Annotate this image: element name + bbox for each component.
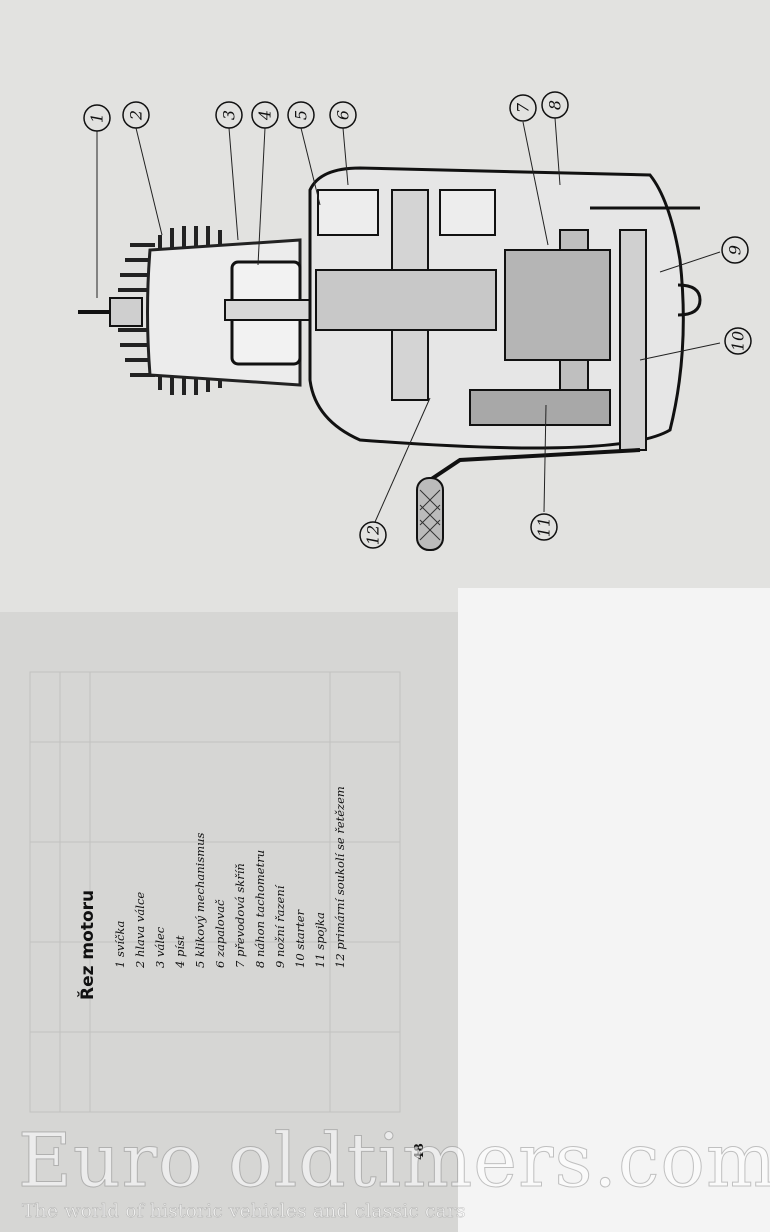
clutch-pack: [469, 389, 611, 426]
callout-9: 9: [726, 245, 745, 255]
legend-item: 7 převodová skříň: [233, 863, 247, 968]
bottom-right-blank-page: [458, 588, 770, 1232]
faint-table-grid: [29, 671, 401, 1113]
legend-item: 5 klikový mechanismus: [193, 832, 207, 968]
starter-shaft: [619, 229, 647, 451]
callout-11: 11: [535, 517, 554, 537]
legend-item: 3 válec: [153, 926, 167, 968]
callout-7: 7: [514, 102, 533, 113]
callout-leaders: [96, 117, 721, 523]
flywheel: [315, 269, 497, 331]
callout-circles: 1 2 3 4 5 6 7 8 9 10 11 12: [83, 91, 752, 549]
legend-item: 12 primární soukolí se řetězem: [333, 786, 347, 968]
callout-10: 10: [729, 331, 748, 351]
legend-item: 8 náhon tachometru: [253, 849, 267, 968]
callout-12: 12: [364, 525, 383, 545]
legend-item: 4 píst: [173, 935, 187, 968]
callout-8: 8: [546, 100, 565, 110]
gearshift-loop: [677, 283, 702, 317]
callout-6: 6: [334, 110, 353, 120]
callout-2: 2: [127, 110, 146, 121]
legend-item: 6 zapalovač: [213, 899, 227, 968]
callout-4: 4: [256, 110, 275, 121]
kick-starter-lever: [428, 448, 641, 482]
legend-item: 9 nožní řazení: [273, 885, 287, 968]
watermark-subtitle: The world of historic vehicles and class…: [22, 1200, 466, 1223]
engine-cross-section-drawing: [78, 117, 721, 551]
legend-item: 1 svíčka: [113, 920, 127, 968]
legend-item: 2 hlava válce: [133, 891, 147, 968]
legend-title: Řez motoru: [78, 889, 98, 1000]
spark-plug: [78, 297, 143, 327]
callout-3: 3: [220, 110, 239, 120]
watermark-title: Euro oldtimers.com: [17, 1118, 770, 1205]
bottom-left-page-legend: [0, 612, 458, 1232]
callout-5: 5: [292, 110, 311, 120]
legend-item: 11 spojka: [313, 912, 327, 968]
callout-1: 1: [88, 113, 107, 123]
generator-right: [439, 189, 496, 236]
gearbox-gears: [504, 249, 611, 361]
generator-left: [317, 189, 379, 236]
legend-item: 10 starter: [293, 909, 307, 968]
kick-starter-grip: [416, 477, 444, 551]
